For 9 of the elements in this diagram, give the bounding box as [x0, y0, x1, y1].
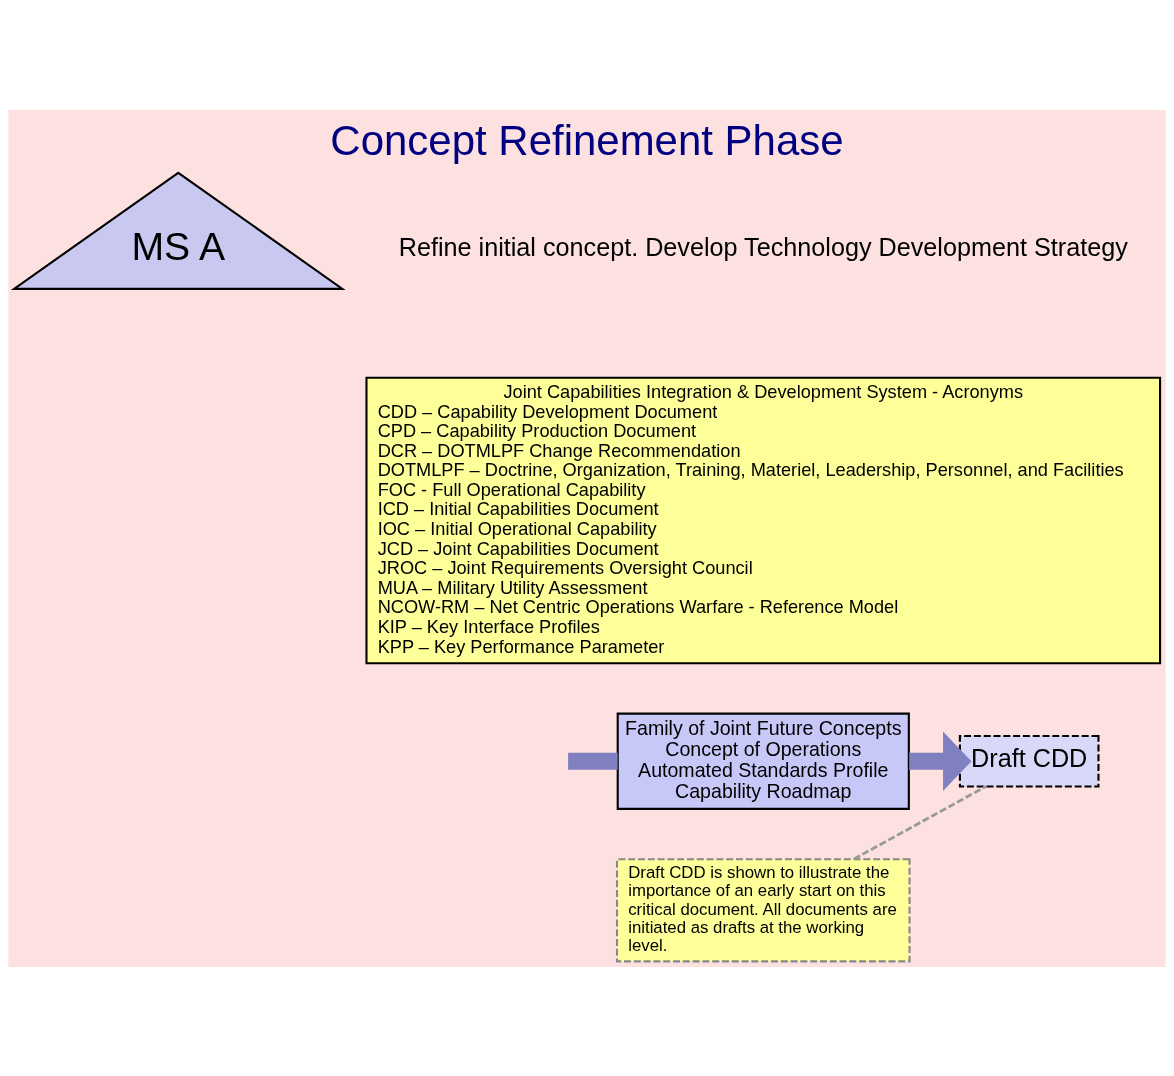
node-box: Draft CDD — [958, 734, 1100, 787]
connector — [853, 784, 987, 860]
connector — [568, 752, 618, 770]
node-box: Joint Capabilities Integration & Development System - Acronyms CDD – Capability Development Document CPD – Capability Production Document DCR – DOTMLPF Change Recommendation DOTMLPF – Doctrine, Organization, Training, Materiel, Leadership, Personnel, and Facilities FOC - Full Operational Capability ICD – Initial Capabilities Document IOC – Initial Operational Capability JCD – Joint Capabilities Document JROC – Joint Requirements Oversight Council MUA – Military Utility Assessment NCOW-RM – Net Centric Operations Warfare - Reference Model KIP – Key Interface Profiles KPP – Key Performance Parameter — [365, 376, 1162, 664]
diagram-title: Concept Refinement Phase — [330, 116, 844, 164]
label: Refine initial concept. Develop Technology Development Strategy — [398, 232, 1128, 261]
node-box: Draft CDD is shown to illustrate the importance of an early start on this critical document. All documents are initiated as drafts at the working level. — [615, 857, 911, 962]
node-box: Family of Joint Future Concepts Concept of Operations Automated Standards Profile Capability Roadmap — [616, 712, 910, 810]
arrow — [909, 730, 972, 791]
